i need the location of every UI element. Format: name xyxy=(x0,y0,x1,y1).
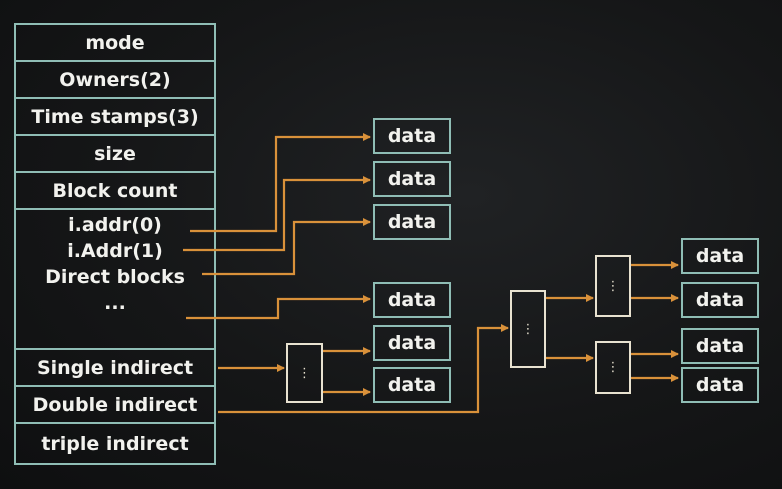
addr1-label: i.Addr(1) xyxy=(67,240,163,262)
data-label: data xyxy=(695,335,745,357)
arrow-direct xyxy=(202,218,371,276)
addr0-label: i.addr(0) xyxy=(68,214,162,236)
data-label: data xyxy=(387,168,437,190)
data-label: data xyxy=(387,125,437,147)
data-label: data xyxy=(387,374,437,396)
data-block-single-1: data xyxy=(373,325,451,361)
double-indirect-level2-block-a: ⋮ xyxy=(595,255,631,317)
data-block-direct-1: data xyxy=(373,118,451,154)
data-block-double-4: data xyxy=(681,367,759,403)
single-indirect-pointer-block: ⋮ xyxy=(286,343,323,403)
data-block-direct-3: data xyxy=(373,204,451,240)
block-count-label: Block count xyxy=(52,179,178,202)
arrow-addr0 xyxy=(190,133,371,233)
direct-blocks-label: Direct blocks xyxy=(45,266,185,288)
data-block-direct-2: data xyxy=(373,161,451,197)
data-block-single-2: data xyxy=(373,367,451,403)
timestamps-label: Time stamps(3) xyxy=(31,105,199,128)
data-block-double-3: data xyxy=(681,328,759,364)
pointer-dots: ⋮ xyxy=(298,365,311,381)
inode-row-double-indirect: Double indirect xyxy=(16,387,214,424)
owners-label: Owners(2) xyxy=(59,68,171,91)
arrow-addr1 xyxy=(183,176,371,252)
double-indirect-level1-block: ⋮ xyxy=(510,290,546,368)
data-block-double-2: data xyxy=(681,282,759,318)
inode-row-owners: Owners(2) xyxy=(16,62,214,99)
data-label: data xyxy=(695,245,745,267)
inode-row-size: size xyxy=(16,136,214,173)
arrow-direct-more xyxy=(186,295,371,320)
inode-row-direct-blocks: i.addr(0) i.Addr(1) Direct blocks ... xyxy=(16,210,214,350)
size-label: size xyxy=(94,142,136,165)
triple-indirect-label: triple indirect xyxy=(41,432,189,455)
inode-row-single-indirect: Single indirect xyxy=(16,350,214,387)
double-indirect-level2-block-b: ⋮ xyxy=(595,341,631,394)
inode-row-mode: mode xyxy=(16,25,214,62)
data-label: data xyxy=(387,332,437,354)
inode-row-block-count: Block count xyxy=(16,173,214,210)
data-block-direct-4: data xyxy=(373,282,451,318)
pointer-dots: ⋮ xyxy=(606,360,620,375)
pointer-dots: ⋮ xyxy=(521,321,535,337)
ellipsis-label: ... xyxy=(104,292,126,314)
inode-table: mode Owners(2) Time stamps(3) size Block… xyxy=(14,23,216,465)
data-label: data xyxy=(387,211,437,233)
inode-row-triple-indirect: triple indirect xyxy=(16,424,214,463)
arrow-double xyxy=(218,324,509,414)
pointer-dots: ⋮ xyxy=(606,278,620,294)
double-indirect-label: Double indirect xyxy=(32,393,198,416)
data-block-double-1: data xyxy=(681,238,759,274)
single-indirect-label: Single indirect xyxy=(36,356,194,379)
data-label: data xyxy=(695,289,745,311)
mode-label: mode xyxy=(85,31,145,54)
inode-row-timestamps: Time stamps(3) xyxy=(16,99,214,136)
data-label: data xyxy=(695,374,745,396)
data-label: data xyxy=(387,289,437,311)
